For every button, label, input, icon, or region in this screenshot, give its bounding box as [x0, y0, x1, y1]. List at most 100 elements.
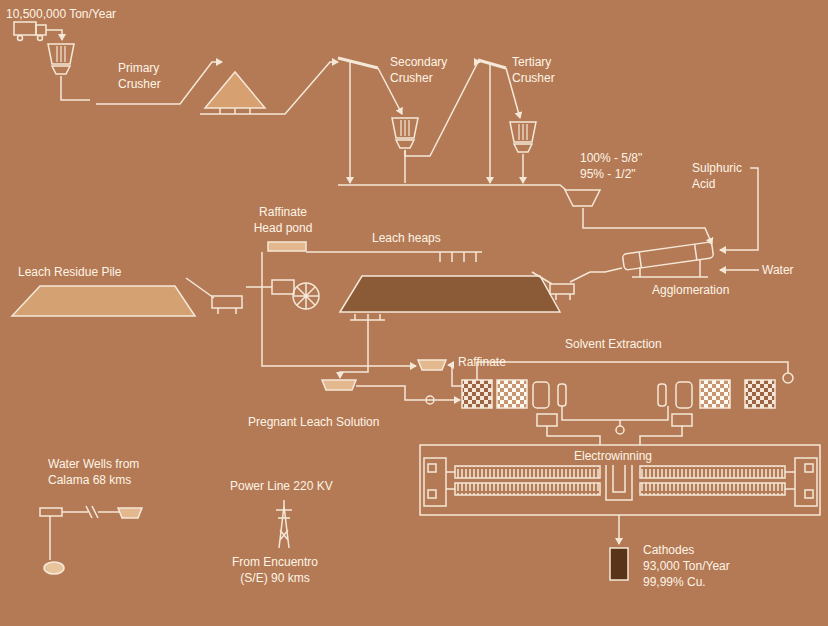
pump [616, 426, 624, 434]
label: Power Line 220 KV [230, 478, 333, 494]
label: From Encuentro (S/E) 90 kms [225, 554, 325, 586]
flow-lines [12, 22, 820, 580]
reclaimer [272, 280, 294, 294]
primary-crusher [48, 44, 74, 74]
label: Agglomeration [652, 282, 729, 298]
filter [658, 384, 666, 406]
conveyor [246, 286, 272, 288]
acid-line [720, 168, 758, 250]
tankhouse [420, 445, 820, 515]
label: Electrowinning [574, 448, 652, 464]
se-link [562, 406, 668, 420]
water-line [720, 269, 759, 271]
label: 100% - 5/8" [580, 150, 642, 166]
truck-cab [36, 25, 46, 35]
truck-wheel [18, 36, 23, 41]
label: Secondary Crusher [390, 54, 452, 86]
feed-line [46, 30, 62, 40]
wheel-spokes [293, 283, 319, 309]
discharge-line [61, 76, 90, 100]
cell-row [640, 466, 785, 478]
bin [565, 190, 600, 206]
se-link [619, 420, 621, 426]
pump [783, 373, 793, 383]
leach-heap [340, 276, 560, 312]
label: Raffinate [458, 354, 506, 370]
conveyor [200, 62, 338, 114]
stacker-boom [186, 278, 236, 314]
cell-row [455, 483, 600, 495]
label: Tertiary Crusher [512, 54, 574, 86]
end-unit [805, 464, 813, 472]
drain [350, 314, 385, 320]
secondary-crusher [392, 118, 418, 148]
stockpile [205, 72, 265, 108]
screen [478, 60, 506, 68]
stacker [550, 284, 574, 294]
water-tank [118, 508, 142, 518]
label: Leach heaps [372, 230, 441, 246]
ew-link [446, 472, 795, 489]
raffinate-pond [418, 360, 446, 370]
settler [533, 382, 549, 408]
conveyor [570, 268, 622, 282]
feeder [220, 108, 250, 114]
pls-pond [322, 380, 356, 390]
stacker-boom [532, 272, 570, 300]
filter [558, 384, 566, 406]
truck-body [14, 22, 36, 35]
discharge-line [522, 154, 524, 183]
conveyor [583, 208, 712, 244]
pump [426, 396, 434, 404]
u-tank [606, 465, 632, 500]
power-tower [276, 500, 292, 548]
stacker [212, 296, 242, 308]
end-unit [805, 490, 813, 498]
mixer [462, 380, 492, 408]
conveyor [338, 185, 566, 190]
se-header [477, 362, 788, 380]
residue-pile [12, 286, 195, 316]
pump-unit [40, 508, 62, 516]
mixer [745, 380, 775, 408]
pls-line [340, 320, 368, 378]
end-unit [428, 490, 436, 498]
discharge-line [404, 150, 406, 183]
bucket-wheel [293, 283, 319, 309]
label: Pregnant Leach Solution [248, 414, 379, 430]
pls-line [356, 386, 460, 400]
truck-wheel [38, 36, 43, 41]
sprinkler [306, 252, 482, 262]
label: Sulphuric Acid [692, 160, 750, 192]
label: Raffinate Head pond [252, 204, 314, 236]
undersize-line [489, 64, 491, 183]
tank [537, 414, 557, 426]
screen [338, 58, 378, 68]
label: Primary Crusher [118, 60, 173, 92]
ew-feed [547, 426, 682, 445]
end-unit [428, 464, 436, 472]
label: Water [762, 262, 794, 278]
drum-ring [639, 244, 697, 268]
label: Leach Residue Pile [18, 264, 121, 280]
end-unit [795, 458, 817, 506]
well-pipe [49, 516, 51, 560]
settler [676, 382, 692, 408]
undersize-line [349, 62, 351, 183]
label: 10,500,000 Ton/Year [6, 6, 116, 22]
cell-row [640, 483, 785, 495]
tank [672, 414, 692, 426]
label: Water Wells from Calama 68 kms [48, 456, 158, 488]
cell-row [455, 466, 600, 478]
mixer [700, 380, 730, 408]
well [44, 562, 64, 574]
pipeline [62, 506, 120, 518]
label: 95% - 1/2" [580, 166, 636, 182]
cathode-arrow [618, 515, 620, 544]
mixer [497, 380, 527, 408]
label: Cathodes 93,000 Ton/Year 99,99% Cu. [643, 542, 733, 590]
tertiary-crusher [510, 122, 536, 152]
cathodes [610, 548, 628, 580]
